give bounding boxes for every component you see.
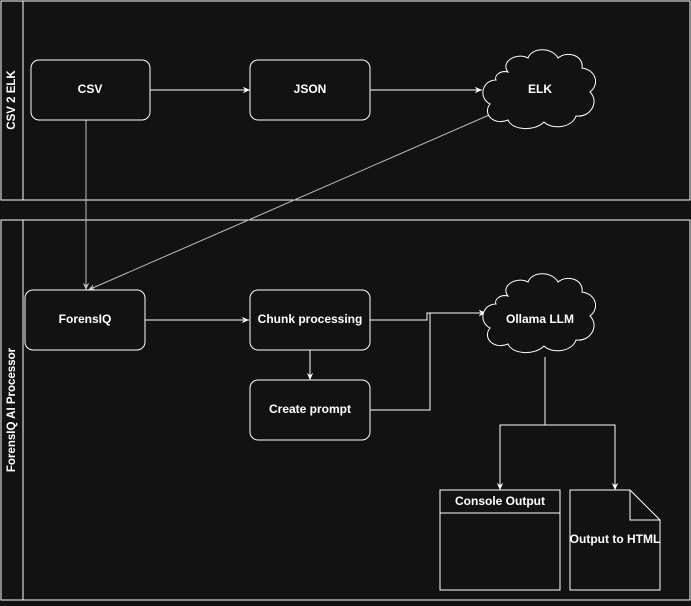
document-shape bbox=[569, 489, 661, 591]
edges bbox=[82, 86, 619, 490]
node-json[interactable]: JSON bbox=[249, 59, 371, 121]
node-console-output[interactable]: Console Output bbox=[439, 489, 561, 591]
cloud-shape bbox=[482, 273, 597, 353]
lane-csv2elk[interactable]: CSV 2 ELK bbox=[0, 0, 691, 201]
node-ollama-llm[interactable]: Ollama LLM bbox=[482, 273, 597, 353]
node-json-label: JSON bbox=[294, 82, 327, 96]
node-create-prompt[interactable]: Create prompt bbox=[249, 379, 371, 441]
document-fold bbox=[629, 490, 660, 521]
lane-forensiq-label: ForensIQ AI Processor bbox=[6, 347, 18, 472]
cloud-shape bbox=[482, 49, 597, 129]
lane-csv2elk-label: CSV 2 ELK bbox=[6, 70, 18, 130]
node-csv-label: CSV bbox=[78, 82, 103, 96]
edge-ollama-console bbox=[496, 357, 546, 490]
node-ollama-label: Ollama LLM bbox=[506, 312, 574, 326]
edge-chunk-ollama bbox=[370, 309, 486, 321]
node-chunk-label: Chunk processing bbox=[258, 312, 363, 326]
node-chunk-processing[interactable]: Chunk processing bbox=[249, 289, 371, 351]
lane-forensiq[interactable]: ForensIQ AI Processor bbox=[0, 219, 691, 601]
node-console-label: Console Output bbox=[455, 494, 545, 508]
node-forensiq[interactable]: ForensIQ bbox=[24, 289, 146, 351]
node-html-label: Output to HTML bbox=[570, 532, 661, 546]
edge-ollama-html bbox=[545, 424, 619, 490]
edge-elk-forensiq bbox=[87, 111, 497, 291]
edge-prompt-ollama bbox=[370, 309, 486, 411]
node-elk-label: ELK bbox=[528, 82, 552, 96]
node-output-html[interactable]: Output to HTML bbox=[569, 489, 661, 591]
node-elk[interactable]: ELK bbox=[482, 49, 597, 129]
node-forensiq-label: ForensIQ bbox=[59, 312, 112, 326]
node-prompt-label: Create prompt bbox=[269, 402, 351, 416]
node-csv[interactable]: CSV bbox=[30, 59, 151, 121]
